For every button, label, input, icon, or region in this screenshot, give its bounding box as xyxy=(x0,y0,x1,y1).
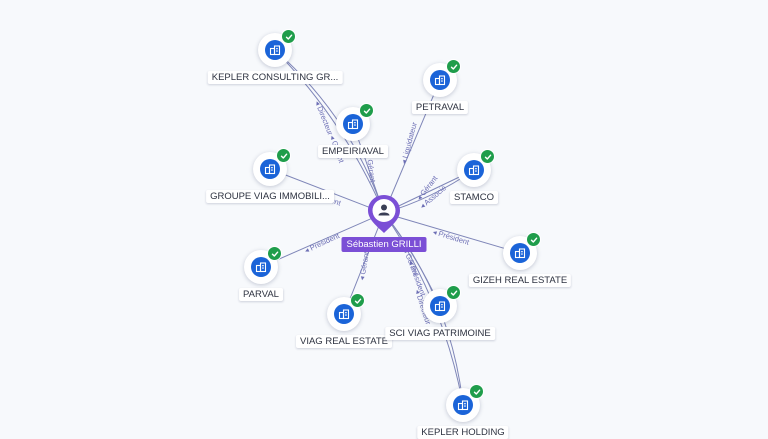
building-icon xyxy=(464,160,484,180)
verified-check-icon xyxy=(359,103,374,118)
company-node-circle xyxy=(244,246,282,284)
building-icon xyxy=(334,304,354,324)
company-label: KEPLER CONSULTING GR... xyxy=(207,71,343,84)
company-node-circle xyxy=(423,285,461,323)
verified-check-icon xyxy=(469,384,484,399)
building-icon xyxy=(430,296,450,316)
company-label: KEPLER HOLDING xyxy=(417,426,509,439)
company-label: STAMCO xyxy=(450,191,498,204)
building-icon xyxy=(265,40,285,60)
company-label: PETRAVAL xyxy=(411,101,469,114)
company-label: GIZEH REAL ESTATE xyxy=(468,274,572,287)
company-label: VIAG REAL ESTATE xyxy=(296,335,392,348)
company-node-circle xyxy=(503,232,541,270)
company-node-circle xyxy=(258,29,296,67)
person-name-label: Sébastien GRILLI xyxy=(341,237,427,252)
location-pin-icon xyxy=(368,195,400,233)
company-label: SCI VIAG PATRIMOINE xyxy=(385,327,495,340)
building-icon xyxy=(510,243,530,263)
company-node-circle xyxy=(336,103,374,141)
building-icon xyxy=(343,114,363,134)
verified-check-icon xyxy=(281,29,296,44)
company-node-circle xyxy=(457,149,495,187)
company-label: EMPEIRIAVAL xyxy=(318,145,388,158)
verified-check-icon xyxy=(526,232,541,247)
company-node-circle xyxy=(253,148,291,186)
verified-check-icon xyxy=(446,285,461,300)
building-icon xyxy=(430,70,450,90)
company-node-circle xyxy=(327,293,365,331)
company-label: PARVAL xyxy=(239,288,283,301)
person-icon xyxy=(378,204,390,216)
company-node-circle xyxy=(423,59,461,97)
building-icon xyxy=(260,159,280,179)
verified-check-icon xyxy=(276,148,291,163)
building-icon xyxy=(453,395,473,415)
company-label: GROUPE VIAG IMMOBILI... xyxy=(206,190,334,203)
verified-check-icon xyxy=(350,293,365,308)
verified-check-icon xyxy=(267,246,282,261)
building-icon xyxy=(251,257,271,277)
verified-check-icon xyxy=(480,149,495,164)
verified-check-icon xyxy=(446,59,461,74)
company-node-circle xyxy=(446,384,484,422)
